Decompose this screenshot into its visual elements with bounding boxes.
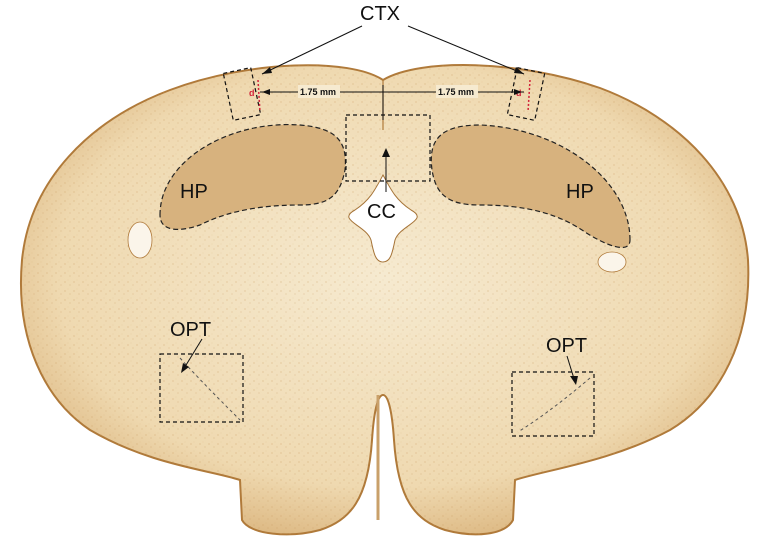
cc-label: CC (367, 201, 396, 223)
depth-label-left: d (249, 88, 255, 98)
ctx-box-left (222, 66, 262, 122)
ctx-label: CTX (360, 3, 400, 25)
cc-arrowhead (382, 148, 390, 157)
ctx-pointer-left (261, 25, 363, 75)
ctx-box-right (506, 66, 546, 122)
opt-box-left (159, 353, 244, 423)
tissue-texture (20, 65, 749, 535)
distance-label-left: 1.75 mm (300, 87, 336, 97)
opt-box-right (511, 371, 595, 437)
depth-marker-left (257, 79, 261, 113)
ctx-arrowhead-right (514, 67, 524, 74)
arrowhead-left-outer (262, 89, 270, 95)
arrowhead-right-outer (514, 89, 522, 95)
distance-label-right: 1.75 mm (438, 87, 474, 97)
opt-arrowhead-left (181, 363, 189, 373)
distance-label-bg-right (436, 85, 478, 98)
opt-label-right: OPT (546, 335, 587, 357)
ctx-arrowhead-left (262, 67, 272, 74)
opt-pointer-left (182, 338, 203, 371)
ventricle (348, 173, 418, 263)
opt-label-left: OPT (170, 319, 211, 341)
hp-label-left: HP (180, 181, 208, 203)
hp-label-right: HP (566, 181, 594, 203)
lateral-space-left (127, 221, 153, 259)
optic-tract-right (517, 377, 591, 433)
lateral-space-right (597, 251, 627, 273)
opt-arrowhead-right (570, 376, 578, 385)
hippocampus-left (159, 123, 347, 230)
cc-box (345, 114, 431, 182)
ctx-pointer-right (407, 25, 525, 75)
distance-label-bg-left (298, 85, 340, 98)
hippocampus-right (430, 124, 631, 249)
depth-marker-right (527, 79, 531, 113)
